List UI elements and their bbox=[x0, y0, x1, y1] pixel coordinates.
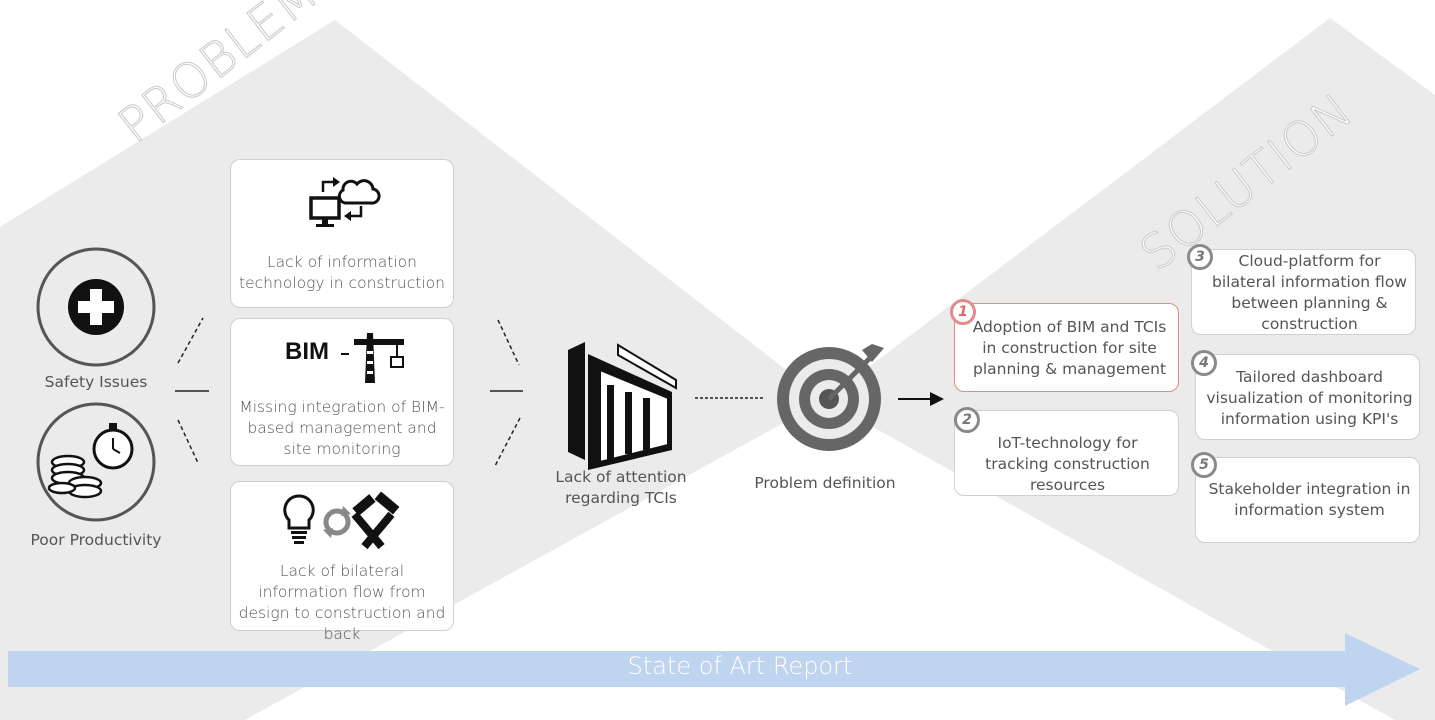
bulb-tools-icon bbox=[283, 492, 400, 550]
tci-label-text: Lack of attention regarding TCIs bbox=[555, 468, 687, 507]
solution-5-text: Stakeholder integration in information s… bbox=[1208, 480, 1411, 519]
poor-productivity-circle bbox=[36, 402, 156, 522]
bim-icon-text: BIM bbox=[285, 338, 329, 365]
connector-bottom-right bbox=[494, 417, 521, 467]
arrowhead-icon bbox=[930, 392, 944, 406]
solution-box-2: IoT-technology for tracking construction… bbox=[954, 410, 1179, 496]
problem-box-flow-text: Lack of bilateral information flow from … bbox=[238, 562, 446, 643]
connector-top-left bbox=[177, 317, 204, 364]
solution-4-text: Tailored dashboard visualization of moni… bbox=[1206, 368, 1413, 428]
solution-box-4: Tailored dashboard visualization of moni… bbox=[1195, 354, 1420, 440]
problem-box-it: Lack of information technology in constr… bbox=[230, 159, 454, 308]
state-of-art-label: State of Art Report bbox=[627, 652, 853, 680]
solution-1-text: Adoption of BIM and TCIs in construction… bbox=[972, 318, 1167, 378]
connector-bottom-left bbox=[177, 419, 199, 464]
state-of-art-arrow bbox=[8, 633, 1420, 706]
tci-structure-icon bbox=[568, 342, 677, 470]
solution-3-number: 3 bbox=[1187, 244, 1213, 270]
safety-issues-circle bbox=[36, 247, 156, 367]
solution-2-number: 2 bbox=[954, 407, 980, 433]
tci-label: Lack of attention regarding TCIs bbox=[548, 467, 694, 509]
solution-4-number: 4 bbox=[1191, 350, 1217, 376]
solution-3-text: Cloud-platform for bilateral information… bbox=[1212, 252, 1407, 333]
solution-box-3: Cloud-platform for bilateral information… bbox=[1191, 249, 1416, 335]
problem-box-it-text: Lack of information technology in constr… bbox=[239, 253, 445, 292]
connector-top-right bbox=[497, 319, 520, 366]
solution-box-5: Stakeholder integration in information s… bbox=[1195, 457, 1420, 543]
problem-box-flow: Lack of bilateral information flow from … bbox=[230, 481, 454, 643]
problem-box-bim-text: Missing integration of BIM-based managem… bbox=[239, 398, 445, 458]
solution-5-number: 5 bbox=[1191, 452, 1217, 478]
solution-1-number: 1 bbox=[950, 299, 976, 325]
bim-crane-icon: BIM bbox=[285, 329, 415, 383]
safety-issues-label: Safety Issues bbox=[44, 373, 148, 391]
solution-box-1: Adoption of BIM and TCIs in construction… bbox=[954, 303, 1179, 392]
poor-productivity-label: Poor Productivity bbox=[30, 531, 162, 549]
target-icon bbox=[777, 344, 884, 451]
problem-box-bim: BIM Missing integration of BIM-based man… bbox=[230, 318, 454, 466]
computer-cloud-sync-icon bbox=[309, 177, 381, 227]
solution-2-text: IoT-technology for tracking construction… bbox=[985, 434, 1150, 494]
problem-definition-label: Problem definition bbox=[754, 474, 896, 492]
